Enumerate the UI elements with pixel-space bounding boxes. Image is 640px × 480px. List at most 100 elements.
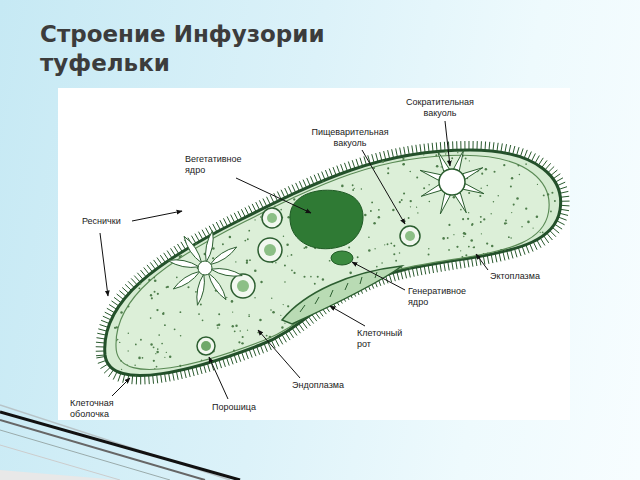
granule [462,218,464,220]
granule [447,237,449,239]
granule [546,169,548,171]
granule [401,377,402,378]
granule [212,206,214,208]
part-label: Клеточный рот [357,328,407,350]
granule [468,246,470,248]
granule [536,216,539,219]
granule [274,206,276,208]
granule [127,364,128,365]
granule [383,326,385,328]
granule [125,150,127,152]
granule [538,369,540,371]
granule [248,230,250,232]
granule [185,152,188,155]
granule [142,255,144,257]
granule [196,380,198,382]
granule [153,375,155,377]
granule [439,363,441,365]
granule [424,376,426,378]
vacuole-canal [463,168,483,180]
granule [457,152,458,153]
granule [434,388,436,390]
granule [229,236,231,238]
granule [463,232,466,235]
granule [387,167,389,169]
granule [423,334,425,336]
granule [421,277,423,279]
granule [544,301,545,302]
granule [176,276,178,278]
granule [329,260,331,262]
granule [305,246,307,248]
granule [491,327,492,328]
granule [177,184,178,185]
granule [255,152,257,154]
granule [512,309,514,311]
granule [335,327,336,328]
granule [265,175,268,178]
granule [468,283,469,284]
granule [135,344,137,346]
granule [525,208,527,210]
granule [448,224,450,226]
leader-line [209,357,228,399]
oral-groove [282,266,402,324]
granule [174,328,176,330]
granule [299,349,301,351]
granule [272,374,274,376]
granule [387,290,390,293]
granule [181,207,183,209]
granule [556,306,558,308]
granule [151,153,152,154]
granule [107,270,109,272]
granule [236,382,238,384]
granule [521,330,523,332]
granule [340,350,342,352]
granule [315,152,317,154]
granule [377,305,378,306]
granule [193,237,195,239]
granule [497,257,499,259]
granule [473,247,474,248]
granule [561,286,563,288]
granule [259,355,260,356]
granule [249,259,251,261]
granule [532,298,534,300]
granule [428,184,430,186]
granule [142,164,144,166]
granule [416,177,418,179]
granule [504,255,506,257]
granule [451,337,453,339]
granule [508,236,510,238]
granule [252,210,254,212]
granule [449,278,451,280]
granule [451,309,453,311]
granule [510,237,512,239]
granule [142,190,143,191]
granule [542,312,544,314]
granule [410,277,412,279]
granule [104,145,106,147]
granule [150,294,152,296]
granule [431,331,433,333]
granule [409,171,411,173]
granule [156,217,158,219]
granule [353,392,355,394]
contractile-vacuole [420,150,484,214]
granule [298,164,299,165]
granule [401,199,403,201]
granule [341,185,344,188]
granule [262,368,264,370]
granule [503,164,505,166]
granule [559,368,561,370]
granule [121,369,122,370]
granule [468,192,470,194]
granule [138,287,140,289]
granule [487,263,489,265]
digestive-vacuole [258,238,282,262]
granule [102,334,104,336]
granule [234,385,236,387]
granule [324,391,326,393]
granule [477,379,478,380]
